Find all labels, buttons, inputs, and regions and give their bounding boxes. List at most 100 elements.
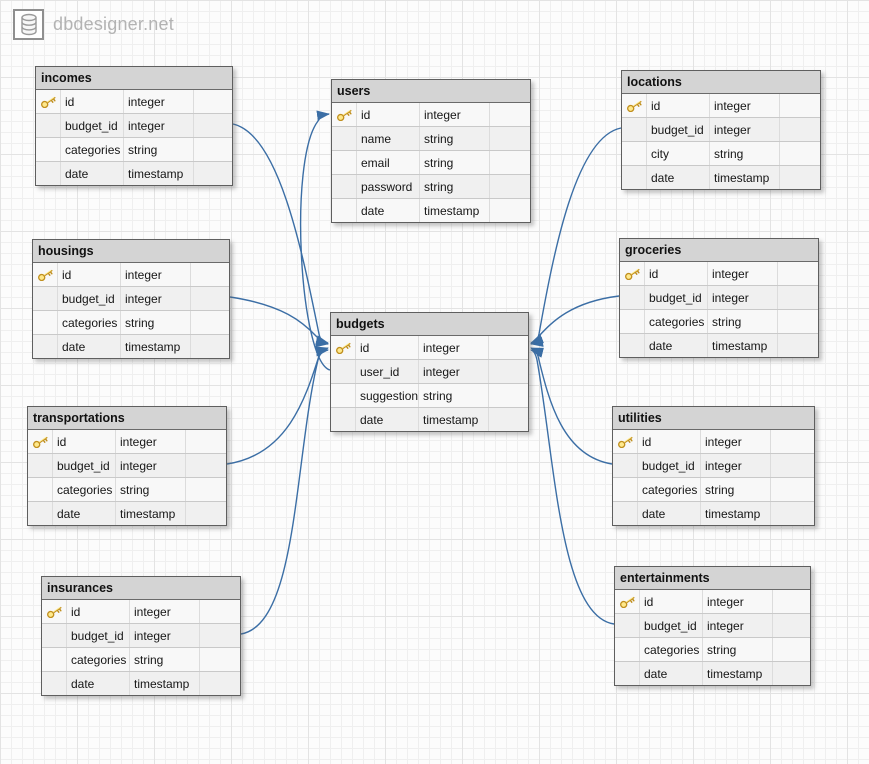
field-row-users-name[interactable]: name string bbox=[332, 126, 530, 150]
field-row-entertainments-date[interactable]: date timestamp bbox=[615, 661, 810, 685]
connection-housings.budget_id-to-budgets.id[interactable] bbox=[229, 296, 329, 345]
field-row-budgets-id[interactable]: id integer bbox=[331, 336, 528, 359]
field-name: id bbox=[638, 430, 701, 453]
primary-key-icon bbox=[613, 454, 638, 477]
field-row-insurances-date[interactable]: date timestamp bbox=[42, 671, 240, 695]
primary-key-icon bbox=[42, 672, 67, 695]
field-row-locations-city[interactable]: city string bbox=[622, 141, 820, 165]
table-title[interactable]: transportations bbox=[28, 407, 226, 430]
connection-entertainments.budget_id-to-budgets.id[interactable] bbox=[530, 348, 615, 625]
field-row-housings-categories[interactable]: categories string bbox=[33, 310, 229, 334]
primary-key-icon bbox=[615, 662, 640, 685]
field-row-groceries-budget_id[interactable]: budget_id integer bbox=[620, 285, 818, 309]
field-row-entertainments-categories[interactable]: categories string bbox=[615, 637, 810, 661]
field-type: integer bbox=[419, 336, 489, 359]
primary-key-icon bbox=[615, 614, 640, 637]
db-table-incomes[interactable]: incomes id integer budget bbox=[35, 66, 233, 186]
connection-utilities.budget_id-to-budgets.id[interactable] bbox=[530, 347, 613, 465]
field-row-budgets-suggestion[interactable]: suggestion string bbox=[331, 383, 528, 407]
connection-budgets.user_id-to-users.id[interactable] bbox=[299, 110, 331, 371]
field-row-groceries-categories[interactable]: categories string bbox=[620, 309, 818, 333]
field-row-users-id[interactable]: id integer bbox=[332, 103, 530, 126]
connection-insurances.budget_id-to-budgets.id[interactable] bbox=[240, 346, 329, 635]
field-row-incomes-date[interactable]: date timestamp bbox=[36, 161, 232, 185]
primary-key-icon bbox=[33, 287, 58, 310]
db-table-housings[interactable]: housings id integer budge bbox=[32, 239, 230, 359]
logo[interactable]: dbdesigner.net bbox=[13, 9, 174, 40]
field-row-incomes-budget_id[interactable]: budget_id integer bbox=[36, 113, 232, 137]
table-title[interactable]: users bbox=[332, 80, 530, 103]
field-row-transportations-budget_id[interactable]: budget_id integer bbox=[28, 453, 226, 477]
field-row-incomes-categories[interactable]: categories string bbox=[36, 137, 232, 161]
table-title[interactable]: entertainments bbox=[615, 567, 810, 590]
field-extra-cell bbox=[191, 263, 229, 286]
field-row-insurances-budget_id[interactable]: budget_id integer bbox=[42, 623, 240, 647]
db-table-users[interactable]: users id integer name bbox=[331, 79, 531, 223]
field-type: integer bbox=[708, 286, 778, 309]
field-row-budgets-date[interactable]: date timestamp bbox=[331, 407, 528, 431]
field-row-utilities-id[interactable]: id integer bbox=[613, 430, 814, 453]
field-row-transportations-date[interactable]: date timestamp bbox=[28, 501, 226, 525]
field-row-utilities-categories[interactable]: categories string bbox=[613, 477, 814, 501]
db-table-utilities[interactable]: utilities id integer budg bbox=[612, 406, 815, 526]
field-name: id bbox=[357, 103, 420, 126]
field-row-housings-id[interactable]: id integer bbox=[33, 263, 229, 286]
table-title[interactable]: utilities bbox=[613, 407, 814, 430]
field-name: id bbox=[58, 263, 121, 286]
field-extra-cell bbox=[778, 310, 818, 333]
db-table-groceries[interactable]: groceries id integer budg bbox=[619, 238, 819, 358]
field-row-users-password[interactable]: password string bbox=[332, 174, 530, 198]
table-body: id integer budget_id integer bbox=[28, 430, 226, 525]
field-row-entertainments-budget_id[interactable]: budget_id integer bbox=[615, 613, 810, 637]
table-title[interactable]: housings bbox=[33, 240, 229, 263]
field-row-groceries-date[interactable]: date timestamp bbox=[620, 333, 818, 357]
field-row-groceries-id[interactable]: id integer bbox=[620, 262, 818, 285]
db-table-entertainments[interactable]: entertainments id integer bbox=[614, 566, 811, 686]
field-row-incomes-id[interactable]: id integer bbox=[36, 90, 232, 113]
field-row-insurances-id[interactable]: id integer bbox=[42, 600, 240, 623]
field-name: budget_id bbox=[53, 454, 116, 477]
connection-groceries.budget_id-to-budgets.id[interactable] bbox=[530, 295, 620, 344]
table-title[interactable]: budgets bbox=[331, 313, 528, 336]
primary-key-icon bbox=[33, 335, 58, 358]
field-extra-cell bbox=[780, 166, 820, 189]
field-name: categories bbox=[645, 310, 708, 333]
table-title[interactable]: incomes bbox=[36, 67, 232, 90]
field-row-utilities-date[interactable]: date timestamp bbox=[613, 501, 814, 525]
field-name: id bbox=[67, 600, 130, 623]
field-row-insurances-categories[interactable]: categories string bbox=[42, 647, 240, 671]
field-row-locations-budget_id[interactable]: budget_id integer bbox=[622, 117, 820, 141]
field-row-transportations-id[interactable]: id integer bbox=[28, 430, 226, 453]
connection-transportations.budget_id-to-budgets.id[interactable] bbox=[226, 346, 329, 465]
db-table-locations[interactable]: locations id integer budg bbox=[621, 70, 821, 190]
db-table-insurances[interactable]: insurances id integer bud bbox=[41, 576, 241, 696]
field-extra-cell bbox=[778, 262, 818, 285]
field-row-housings-budget_id[interactable]: budget_id integer bbox=[33, 286, 229, 310]
field-row-users-date[interactable]: date timestamp bbox=[332, 198, 530, 222]
field-row-users-email[interactable]: email string bbox=[332, 150, 530, 174]
primary-key-icon bbox=[36, 90, 61, 113]
table-body: id integer budget_id integer bbox=[622, 94, 820, 189]
table-title[interactable]: groceries bbox=[620, 239, 818, 262]
table-title[interactable]: insurances bbox=[42, 577, 240, 600]
primary-key-icon bbox=[42, 600, 67, 623]
field-row-entertainments-id[interactable]: id integer bbox=[615, 590, 810, 613]
connection-locations.budget_id-to-budgets.id[interactable] bbox=[530, 127, 622, 347]
field-type: integer bbox=[116, 430, 186, 453]
field-row-locations-id[interactable]: id integer bbox=[622, 94, 820, 117]
field-row-utilities-budget_id[interactable]: budget_id integer bbox=[613, 453, 814, 477]
primary-key-icon bbox=[28, 454, 53, 477]
primary-key-icon bbox=[36, 138, 61, 161]
field-extra-cell bbox=[489, 384, 528, 407]
field-row-housings-date[interactable]: date timestamp bbox=[33, 334, 229, 358]
field-type: string bbox=[420, 151, 490, 174]
db-table-budgets[interactable]: budgets id integer user_i bbox=[330, 312, 529, 432]
field-row-locations-date[interactable]: date timestamp bbox=[622, 165, 820, 189]
db-table-transportations[interactable]: transportations id integer bbox=[27, 406, 227, 526]
field-row-transportations-categories[interactable]: categories string bbox=[28, 477, 226, 501]
field-name: budget_id bbox=[640, 614, 703, 637]
field-row-budgets-user_id[interactable]: user_id integer bbox=[331, 359, 528, 383]
table-title[interactable]: locations bbox=[622, 71, 820, 94]
